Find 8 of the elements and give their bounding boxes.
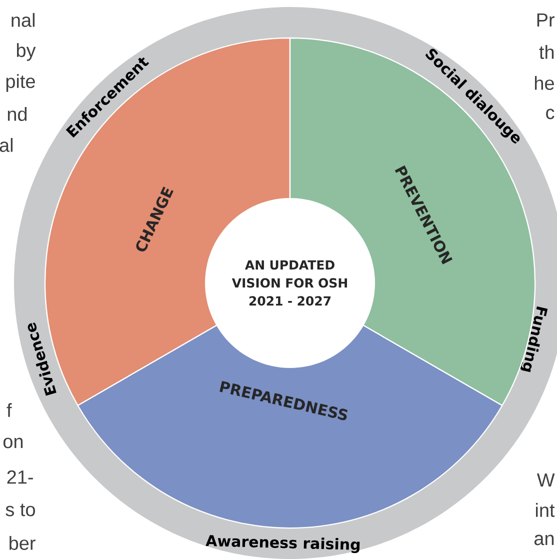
text-fragment: int (536, 503, 555, 517)
text-fragment: f (6, 403, 12, 417)
text-fragment: he (535, 76, 554, 90)
text-fragment: al (0, 138, 13, 152)
text-fragment: Pr (537, 13, 554, 27)
text-fragment: W (536, 473, 555, 487)
text-fragment: nal (12, 13, 35, 27)
text-fragment: an (534, 534, 554, 546)
